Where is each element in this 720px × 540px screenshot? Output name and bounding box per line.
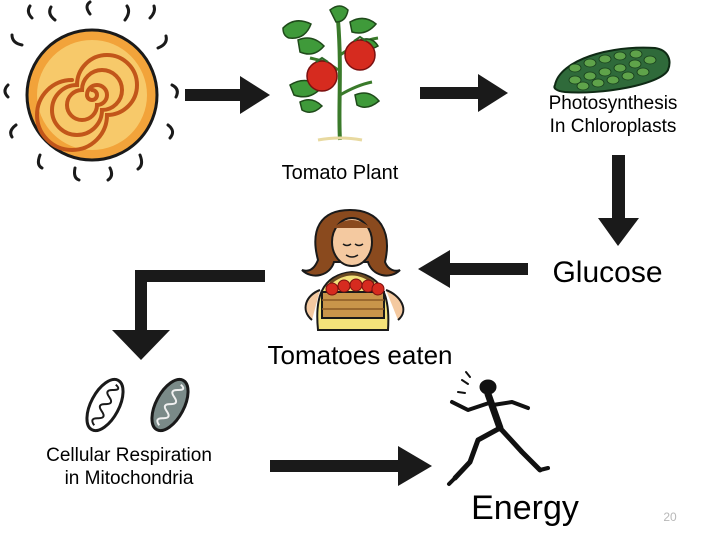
glucose-label: Glucose	[552, 256, 663, 289]
photosynthesis-label-line1: Photosynthesis	[548, 93, 678, 114]
runner-icon	[447, 371, 550, 486]
photosynthesis-label: Photosynthesis In Chloroplasts	[518, 93, 708, 139]
arrow-person-to-mitochondria	[112, 270, 265, 360]
cellular-respiration-label-line2: in Mitochondria	[64, 467, 194, 489]
energy-label: Energy	[471, 489, 579, 527]
arrow-sun-to-plant	[185, 76, 270, 114]
mitochondria-icon	[85, 377, 190, 433]
cellular-respiration-label-line1: Cellular Respiration	[46, 445, 212, 466]
arrow-chloroplast-to-glucose	[598, 155, 639, 246]
tomato-plant-label: Tomato Plant	[281, 162, 399, 184]
arrow-plant-to-chloroplast	[420, 74, 508, 112]
sun-icon	[3, 0, 179, 182]
arrow-mitochondria-to-energy	[270, 446, 432, 486]
slide-number: 20	[663, 510, 677, 524]
cellular-respiration-label: Cellular Respiration in Mitochondria	[0, 445, 258, 491]
chloroplast-icon	[553, 46, 671, 94]
arrow-glucose-to-person	[418, 250, 528, 288]
person-with-basket-icon	[301, 208, 405, 331]
tomato-plant-icon	[282, 5, 381, 142]
photosynthesis-label-line2: In Chloroplasts	[549, 115, 677, 137]
tomatoes-eaten-label: Tomatoes eaten	[267, 340, 453, 370]
